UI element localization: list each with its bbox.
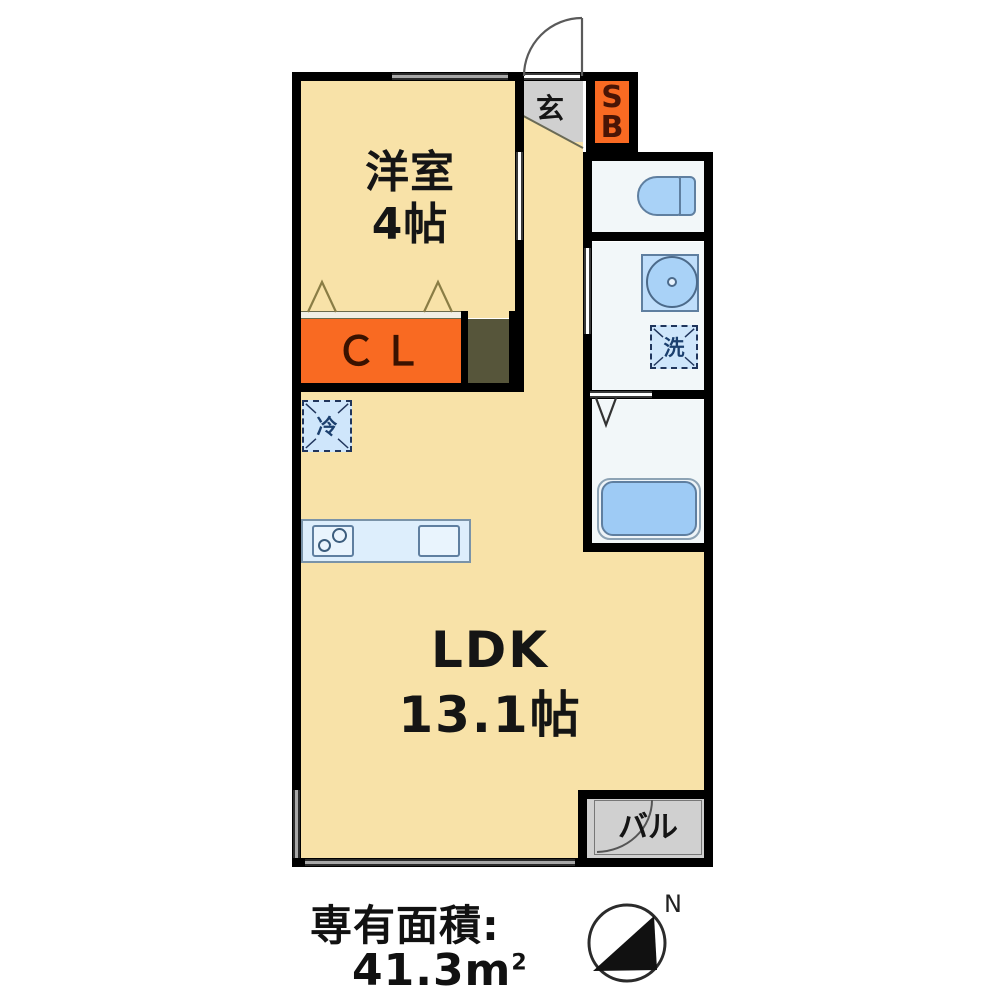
ldk-name: LDK: [430, 620, 550, 679]
window-bedroom-north: [392, 73, 508, 80]
wall-toilet-north: [583, 152, 713, 161]
window-ldk-west: [293, 790, 300, 862]
wall-toilet-south: [583, 232, 713, 241]
room-fill-ldk-east: [583, 548, 711, 796]
bathtub-icon: [601, 481, 697, 536]
ldk-size: 13.1帖: [398, 685, 582, 744]
entrance-door-opening: [520, 73, 580, 80]
wall-ldk-east: [704, 543, 713, 796]
washer-label: 洗: [663, 336, 685, 360]
closet-rail: [300, 311, 464, 319]
compass-north-text: N: [664, 890, 682, 918]
fridge-label: 冷: [316, 415, 338, 439]
wall-balcony-south: [578, 858, 713, 867]
label-western-room-size: 4帖: [330, 200, 490, 250]
wall-closet-right: [509, 311, 516, 385]
bath-door-opening: [590, 391, 652, 398]
wall-ldk-south-east: [578, 790, 587, 866]
drain-dot-icon: [667, 277, 677, 287]
shoe-box-line2: B: [600, 110, 624, 145]
window-ldk-south: [305, 859, 575, 866]
wall-shoebox-bottom: [586, 143, 638, 152]
room-fill-closet: [300, 319, 464, 385]
closet-name: ＣＬ: [336, 329, 428, 375]
wall-balcony-east: [704, 790, 713, 867]
label-genkan: 玄: [528, 92, 572, 126]
wall-left-outer: [292, 72, 301, 867]
area-value-text: 41.3m: [352, 945, 512, 996]
genkan-name: 玄: [535, 92, 564, 126]
label-ldk: LDK: [380, 620, 600, 680]
area-label-text: 専有面積:: [310, 901, 500, 950]
burner-large-icon: [332, 528, 347, 543]
label-shoe-box: S: [594, 82, 630, 114]
label-western-room: 洋室: [330, 148, 490, 198]
refrigerator-space: 冷: [302, 400, 352, 452]
area-label: 専有面積:: [310, 892, 500, 953]
compass-north-label: N: [664, 890, 682, 918]
wall-sanitary-west: [583, 152, 592, 552]
wall-sanitary-east-outer: [704, 152, 713, 552]
wall-shoebox-right: [629, 72, 638, 152]
wall-closet-divider: [461, 311, 468, 385]
label-balcony: バル: [594, 805, 702, 851]
area-value: 41.3m2: [352, 945, 528, 996]
kitchen-sink-icon: [418, 525, 460, 557]
toilet-tank-icon: [679, 176, 696, 216]
western-room-name: 洋室: [365, 146, 455, 198]
label-shoe-box-2: B: [594, 112, 630, 144]
western-room-size: 4帖: [371, 198, 449, 250]
toilet-bowl-icon: [637, 176, 681, 216]
fridge-corner-marks: [305, 403, 349, 449]
balcony-name: バル: [618, 810, 678, 846]
label-ldk-size: 13.1帖: [370, 685, 610, 745]
wall-bedroom-south: [292, 383, 524, 392]
room-fill-storage-dark: [466, 319, 514, 385]
room-fill-western-room: [300, 80, 516, 318]
wall-bath-south: [583, 543, 713, 552]
washer-corner-marks: [653, 328, 695, 367]
wall-balcony-north: [578, 790, 713, 799]
washroom-door-opening: [584, 248, 591, 334]
washing-machine-space: 洗: [650, 325, 698, 369]
shoe-box-line1: S: [601, 80, 623, 115]
wall-shoebox-left: [586, 72, 595, 152]
bedroom-door-opening: [516, 152, 523, 240]
area-unit-superscript: 2: [511, 950, 528, 976]
label-closet: ＣＬ: [300, 322, 464, 382]
room-fill-ldk: [300, 386, 583, 864]
burner-small-icon: [318, 539, 331, 552]
room-fill-shoe-box: [594, 80, 630, 148]
